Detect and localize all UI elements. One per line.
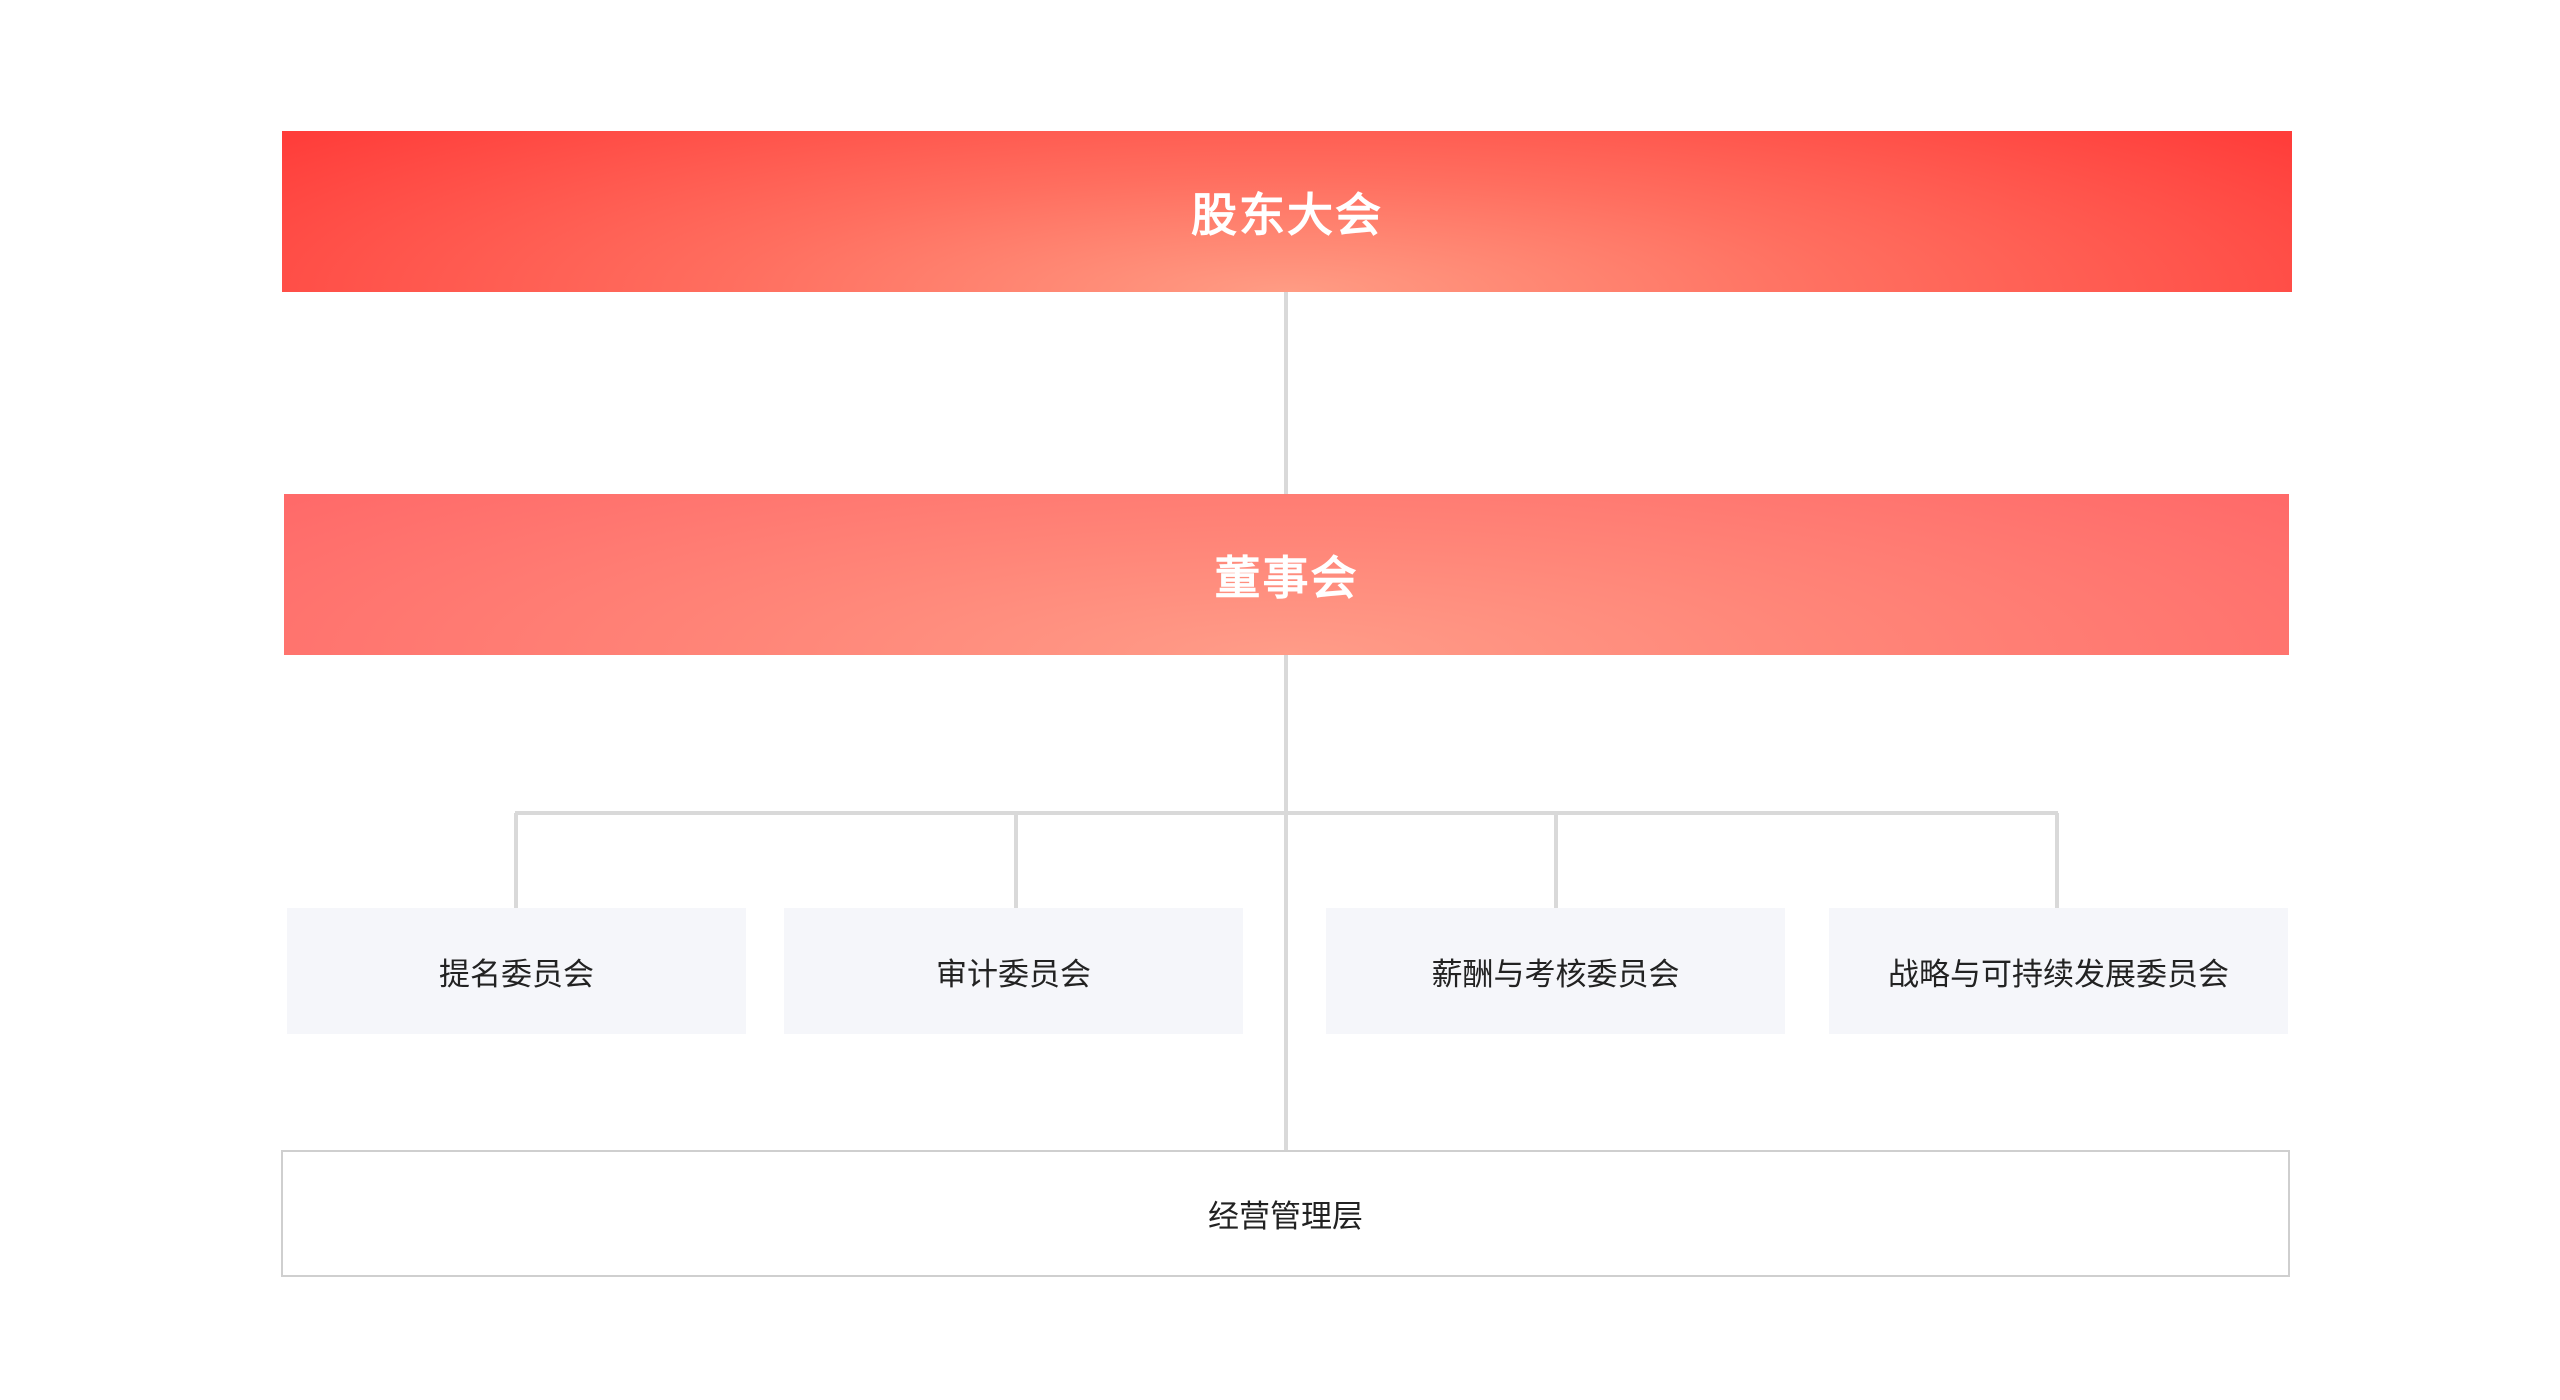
audit-committee-node: 审计委员会 (784, 908, 1243, 1034)
strategy-sustainability-committee-node: 战略与可持续发展委员会 (1829, 908, 2288, 1034)
shareholders-meeting-node: 股东大会 (282, 131, 2292, 292)
strategy-sustainability-committee-label: 战略与可持续发展委员会 (1888, 956, 2229, 993)
board-of-directors-node: 董事会 (284, 494, 2289, 655)
board-of-directors-label: 董事会 (1214, 550, 1359, 605)
nomination-committee-node: 提名委员会 (287, 908, 746, 1034)
audit-committee-label: 审计委员会 (936, 956, 1091, 993)
remuneration-committee-label: 薪酬与考核委员会 (1431, 956, 1680, 993)
nomination-committee-label: 提名委员会 (439, 956, 594, 993)
management-label: 经营管理层 (1208, 1199, 1363, 1235)
remuneration-committee-node: 薪酬与考核委员会 (1326, 908, 1785, 1034)
shareholders-meeting-label: 股东大会 (1191, 187, 1383, 242)
management-node: 经营管理层 (281, 1150, 2290, 1277)
